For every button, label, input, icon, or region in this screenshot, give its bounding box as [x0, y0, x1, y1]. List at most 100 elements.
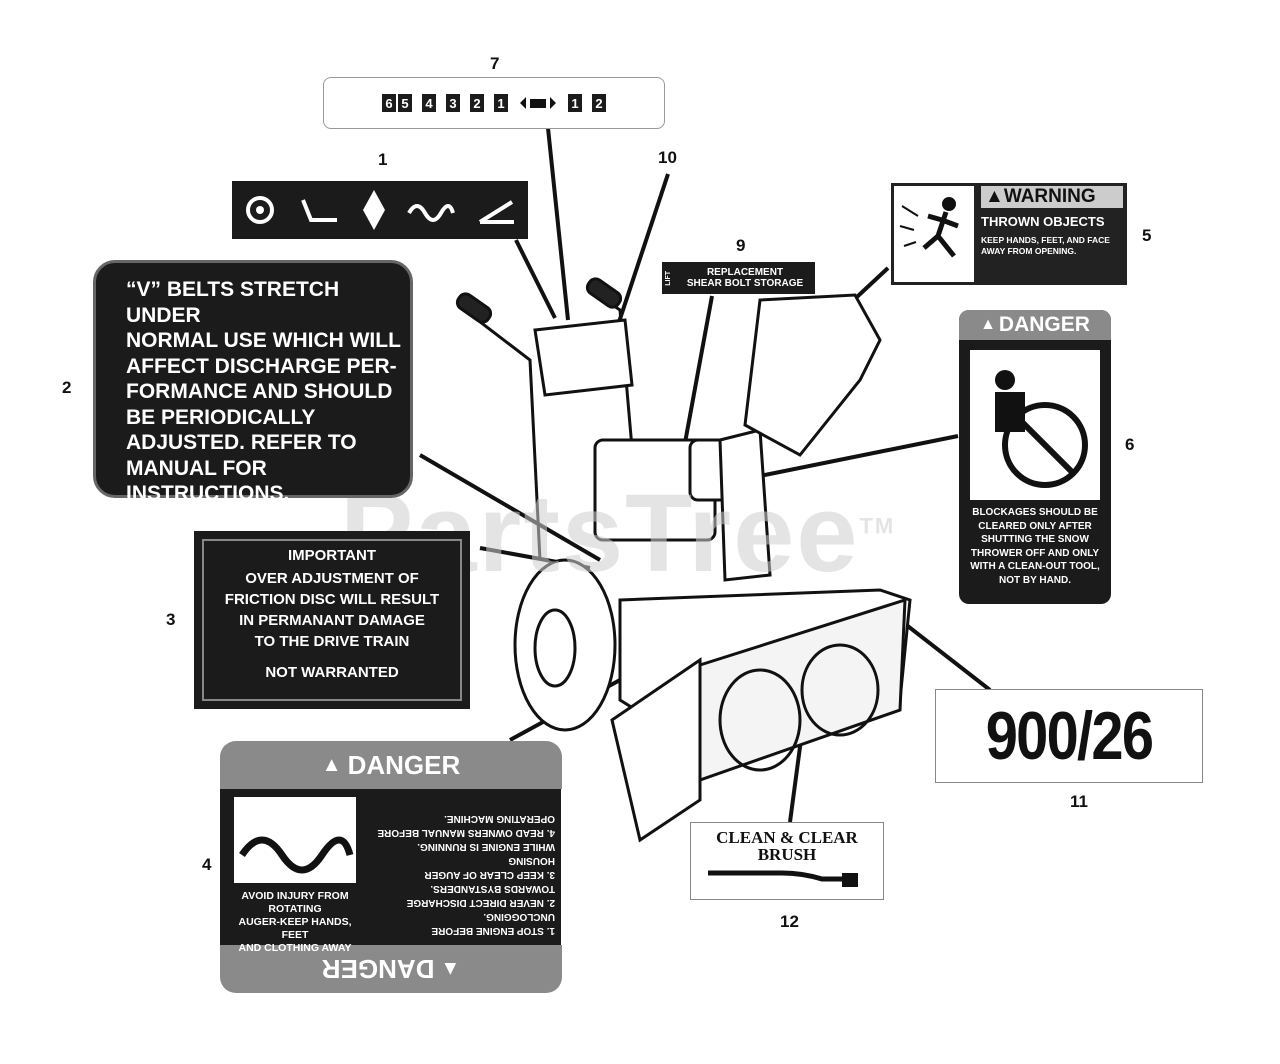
- decal3-title: IMPORTANT: [287, 547, 377, 564]
- decal4-left: AVOID INJURY FROM ROTATING AUGER-KEEP HA…: [220, 789, 370, 954]
- leader-11: [898, 618, 992, 692]
- person-thrown-objects-icon: [894, 186, 974, 282]
- decal4-step: 3. KEEP CLEAR OF AUGER HOUSING: [424, 855, 555, 880]
- decal4-step: WHILE ENGINE IS RUNNING.: [417, 841, 555, 852]
- decal2-line: MANUAL FOR: [126, 456, 267, 480]
- model-number: 900/26: [985, 698, 1154, 774]
- decal-9-shear-bolt: LIFT REPLACEMENT SHEAR BOLT STORAGE: [662, 262, 815, 294]
- decal2-line: ADJUSTED. REFER TO: [126, 431, 357, 454]
- decal6-line: NOT BY HAND.: [998, 574, 1072, 586]
- decal6-line: THROWER OFF AND ONLY: [970, 547, 1100, 559]
- watermark-tm: TM: [859, 513, 896, 539]
- decal4-caption: AVOID INJURY FROM ROTATING AUGER-KEEP HA…: [226, 890, 364, 955]
- decal5-header-text: WARNING: [1003, 186, 1096, 207]
- leader-6: [739, 434, 959, 482]
- decal-11-model: 900/26: [935, 689, 1203, 783]
- decal4-caption-line: AVOID INJURY FROM ROTATING: [241, 890, 349, 915]
- reverse-key-1: 1: [568, 94, 582, 112]
- snow-thrower-drawing: [455, 277, 912, 843]
- wheel-icon: [245, 196, 274, 224]
- decal-6-danger-chute: ▲DANGER BLOCKAGES SHOULD BE CLEARED ONLY…: [959, 310, 1111, 604]
- decal5-line: AWAY FROM OPENING.: [981, 246, 1077, 256]
- decal2-line: “V” BELTS STRETCH UNDER: [126, 278, 340, 327]
- decal2-line: NORMAL USE WHICH WILL: [126, 329, 401, 352]
- auger-hand-icon: [234, 797, 356, 883]
- decal-7-speed: 6 5 4 3 2 1 1 2: [323, 77, 665, 129]
- decal9-line: REPLACEMENT: [706, 267, 784, 278]
- speed-key-5: 5: [398, 94, 412, 112]
- reverse-key-2: 2: [592, 94, 606, 112]
- decal6-line: SHUTTING THE SNOW: [981, 534, 1089, 545]
- warning-triangle-icon: ▲: [985, 186, 1004, 207]
- decal4-header-text: DANGER: [347, 749, 461, 780]
- callout-9: 9: [736, 236, 746, 255]
- decal6-header-text: DANGER: [998, 313, 1090, 336]
- decal6-line: WITH A CLEAN-OUT TOOL,: [970, 561, 1100, 572]
- auger-icon: [406, 204, 455, 222]
- decal3-footer: NOT WARRANTED: [265, 664, 399, 681]
- decal12-line: CLEAN & CLEAR: [716, 828, 858, 847]
- speed-key-3: 3: [446, 94, 460, 112]
- decal5-line: KEEP HANDS, FEET, AND FACE: [981, 235, 1110, 245]
- callout-11: 11: [1070, 792, 1088, 811]
- decal12-line: BRUSH: [757, 845, 817, 864]
- decal4-step: OPERATING MACHINE.: [444, 813, 555, 824]
- decal6-line: CLEARED ONLY AFTER: [978, 520, 1092, 532]
- callout-4: 4: [202, 855, 212, 874]
- decal2-line: BE PERIODICALLY: [126, 405, 316, 429]
- decal-1-controls: [232, 181, 528, 239]
- brush-tool-icon: [708, 870, 858, 887]
- speed-key-2: 2: [470, 94, 484, 112]
- leader-7: [546, 127, 570, 321]
- callout-2: 2: [62, 378, 72, 397]
- decal5-header: ▲WARNING: [981, 186, 1123, 208]
- decal6-header: ▲DANGER: [959, 310, 1111, 340]
- decal4-footer: ▲DANGER: [220, 945, 562, 993]
- decal4-steps: 1. STOP ENGINE BEFORE UNCLOGGING. 2. NEV…: [370, 789, 562, 945]
- callout-12: 12: [780, 912, 799, 931]
- decal2-line: FORMANCE AND SHOULD: [126, 380, 393, 403]
- warning-triangle-icon: ▲: [440, 958, 461, 981]
- decal5-text: ▲WARNING THROWN OBJECTS KEEP HANDS, FEET…: [977, 183, 1127, 285]
- callout-3: 3: [166, 610, 176, 629]
- decal3-line: TO THE DRIVE TRAIN: [254, 633, 410, 650]
- chute-lever-icon: [479, 200, 515, 224]
- callout-1: 1: [378, 150, 388, 169]
- warning-triangle-icon: ▲: [321, 753, 342, 776]
- callout-10: 10: [658, 148, 677, 167]
- decal9-text: REPLACEMENT SHEAR BOLT STORAGE: [675, 267, 815, 289]
- decal12-text: CLEAN & CLEAR BRUSH: [691, 829, 883, 863]
- decal9-side: LIFT: [665, 270, 672, 286]
- decal6-line: BLOCKAGES SHOULD BE: [972, 507, 1098, 518]
- hand-in-chute-icon: [970, 350, 1100, 500]
- decal3-line: OVER ADJUSTMENT OF: [245, 570, 419, 587]
- decal2-line: AFFECT DISCHARGE PER-: [126, 354, 397, 378]
- neutral-machine-icon: [520, 97, 556, 109]
- decal4-step: TOWARDS BYSTANDERS.: [430, 883, 555, 894]
- decal2-line: INSTRUCTIONS.: [126, 482, 290, 505]
- decal-12-brush: CLEAN & CLEAR BRUSH: [690, 822, 884, 900]
- diamond-icon: [362, 190, 385, 230]
- speed-key-6: 6: [382, 94, 396, 112]
- callout-7: 7: [490, 54, 500, 73]
- decal4-body: AVOID INJURY FROM ROTATING AUGER-KEEP HA…: [220, 789, 562, 954]
- decal4-step: 2. NEVER DIRECT DISCHARGE: [406, 897, 555, 908]
- leader-10: [616, 173, 670, 326]
- leader-2: [418, 453, 602, 562]
- decal4-caption-line: AUGER-KEEP HANDS, FEET: [238, 916, 352, 941]
- decal4-header: ▲DANGER: [220, 741, 562, 789]
- decal-4-danger-auger: ▲DANGER AVOID INJURY FROM ROTATING AUGER…: [220, 741, 562, 993]
- leader-1: [514, 239, 557, 319]
- callout-5: 5: [1142, 226, 1152, 245]
- decal4-caption-line: AND CLOTHING AWAY: [238, 942, 352, 954]
- speed-key-4: 4: [422, 94, 436, 112]
- speed-key-1: 1: [494, 94, 508, 112]
- decal-2-vbelt: “V” BELTS STRETCH UNDER NORMAL USE WHICH…: [93, 260, 413, 505]
- decal3-line: FRICTION DISC WILL RESULT: [224, 591, 440, 608]
- decal3-line: IN PERMANANT DAMAGE: [239, 612, 425, 629]
- decal4-step: 4. READ OWNERS MANUAL BEFORE: [377, 827, 555, 838]
- drive-lever-icon: [301, 199, 338, 222]
- decal5-title: THROWN OBJECTS: [981, 214, 1105, 229]
- decal9-line: SHEAR BOLT STORAGE: [686, 278, 804, 289]
